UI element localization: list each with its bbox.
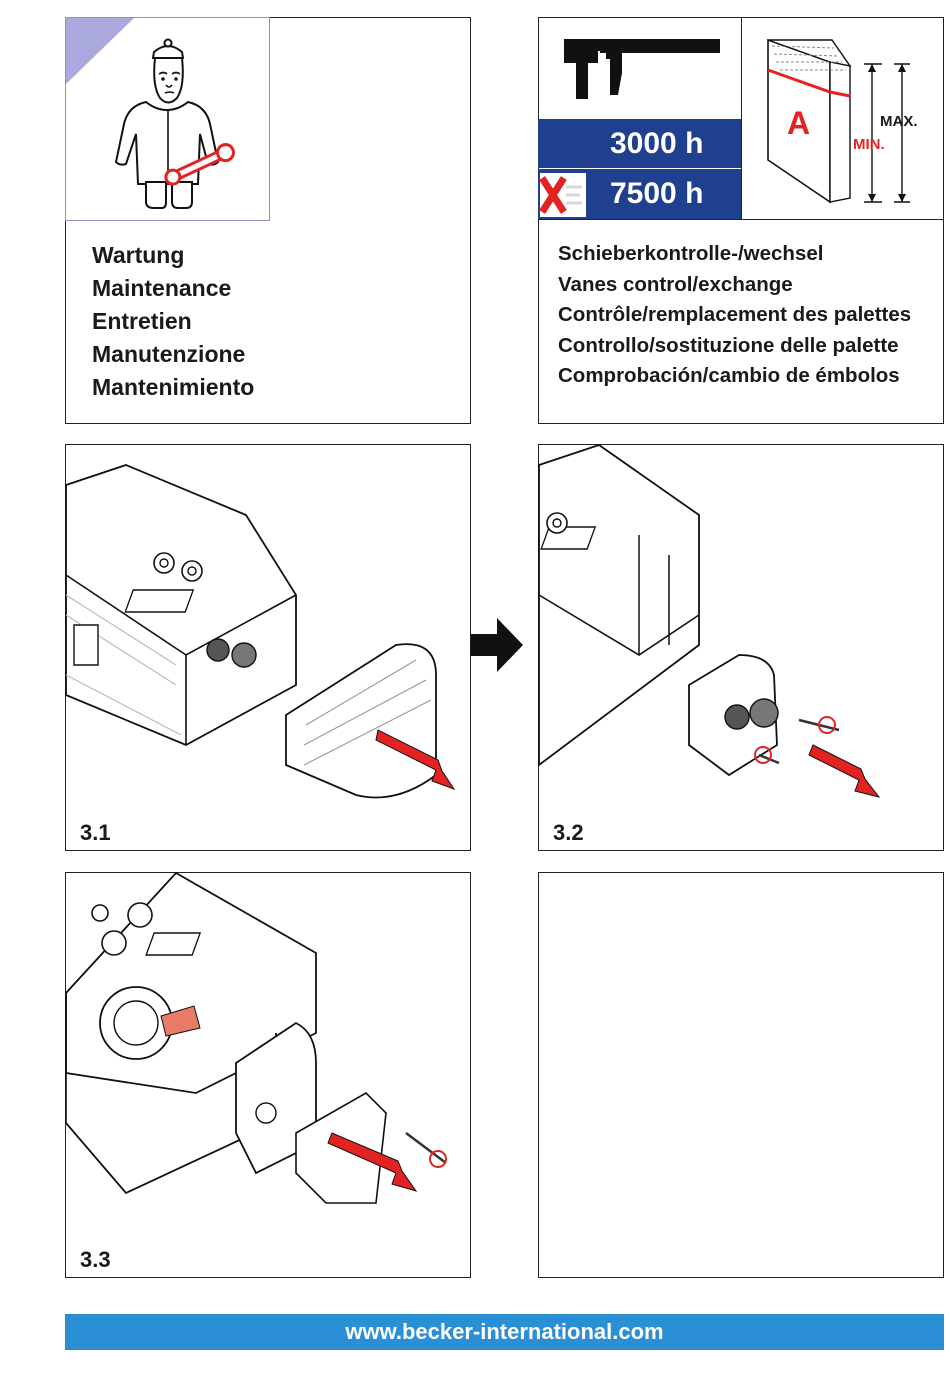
x-cross-icon xyxy=(539,173,586,217)
max-label: MAX. xyxy=(880,113,918,130)
vanes-title-de: Schieberkontrolle-/wechsel xyxy=(558,242,824,265)
vanes-title-fr: Contrôle/remplacement des palettes xyxy=(558,303,912,326)
title-en: Maintenance xyxy=(92,275,232,301)
footer-bar: www.becker-international.com xyxy=(65,1314,944,1350)
wear-label-a: A xyxy=(787,105,811,141)
vanes-titles: Schieberkontrolle-/wechsel Vanes control… xyxy=(558,239,911,392)
title-fr: Entretien xyxy=(92,308,192,334)
step-3-2-label: 3.2 xyxy=(553,820,584,845)
maintenance-titles: Wartung Maintenance Entretien Manutenzio… xyxy=(92,239,254,404)
min-label: MIN. xyxy=(853,136,885,153)
vanes-title-en: Vanes control/exchange xyxy=(558,272,793,296)
header-bottom-line xyxy=(538,219,944,220)
vanes-title-it: Controllo/sostituzione delle palette xyxy=(558,333,899,357)
website-link[interactable]: www.becker-international.com xyxy=(345,1319,664,1344)
title-de: Wartung xyxy=(92,242,185,268)
interval-3000-text: 3000 h xyxy=(610,126,704,160)
interval-7500-text: 7500 h xyxy=(610,177,704,210)
vanes-title-es: Comprobación/cambio de émbolos xyxy=(558,364,900,387)
title-es: Mantenimiento xyxy=(92,374,255,400)
pump-vanes-exchange xyxy=(65,871,447,1204)
step-3-1-label: 3.1 xyxy=(80,820,111,845)
pump-end-plate-removal xyxy=(538,444,881,798)
title-it: Manutenzione xyxy=(92,341,246,367)
vane-wear-diagram xyxy=(767,38,910,204)
caliper-icon xyxy=(564,39,720,99)
next-step-arrow-icon xyxy=(471,618,523,672)
empty-panel xyxy=(538,872,944,1278)
interval-3000: 3000 h xyxy=(538,119,741,168)
header-divider xyxy=(741,17,742,219)
step-3-3-label: 3.3 xyxy=(80,1247,111,1272)
pump-housing-cover-removal xyxy=(65,464,456,799)
mechanic-icon xyxy=(66,18,235,209)
